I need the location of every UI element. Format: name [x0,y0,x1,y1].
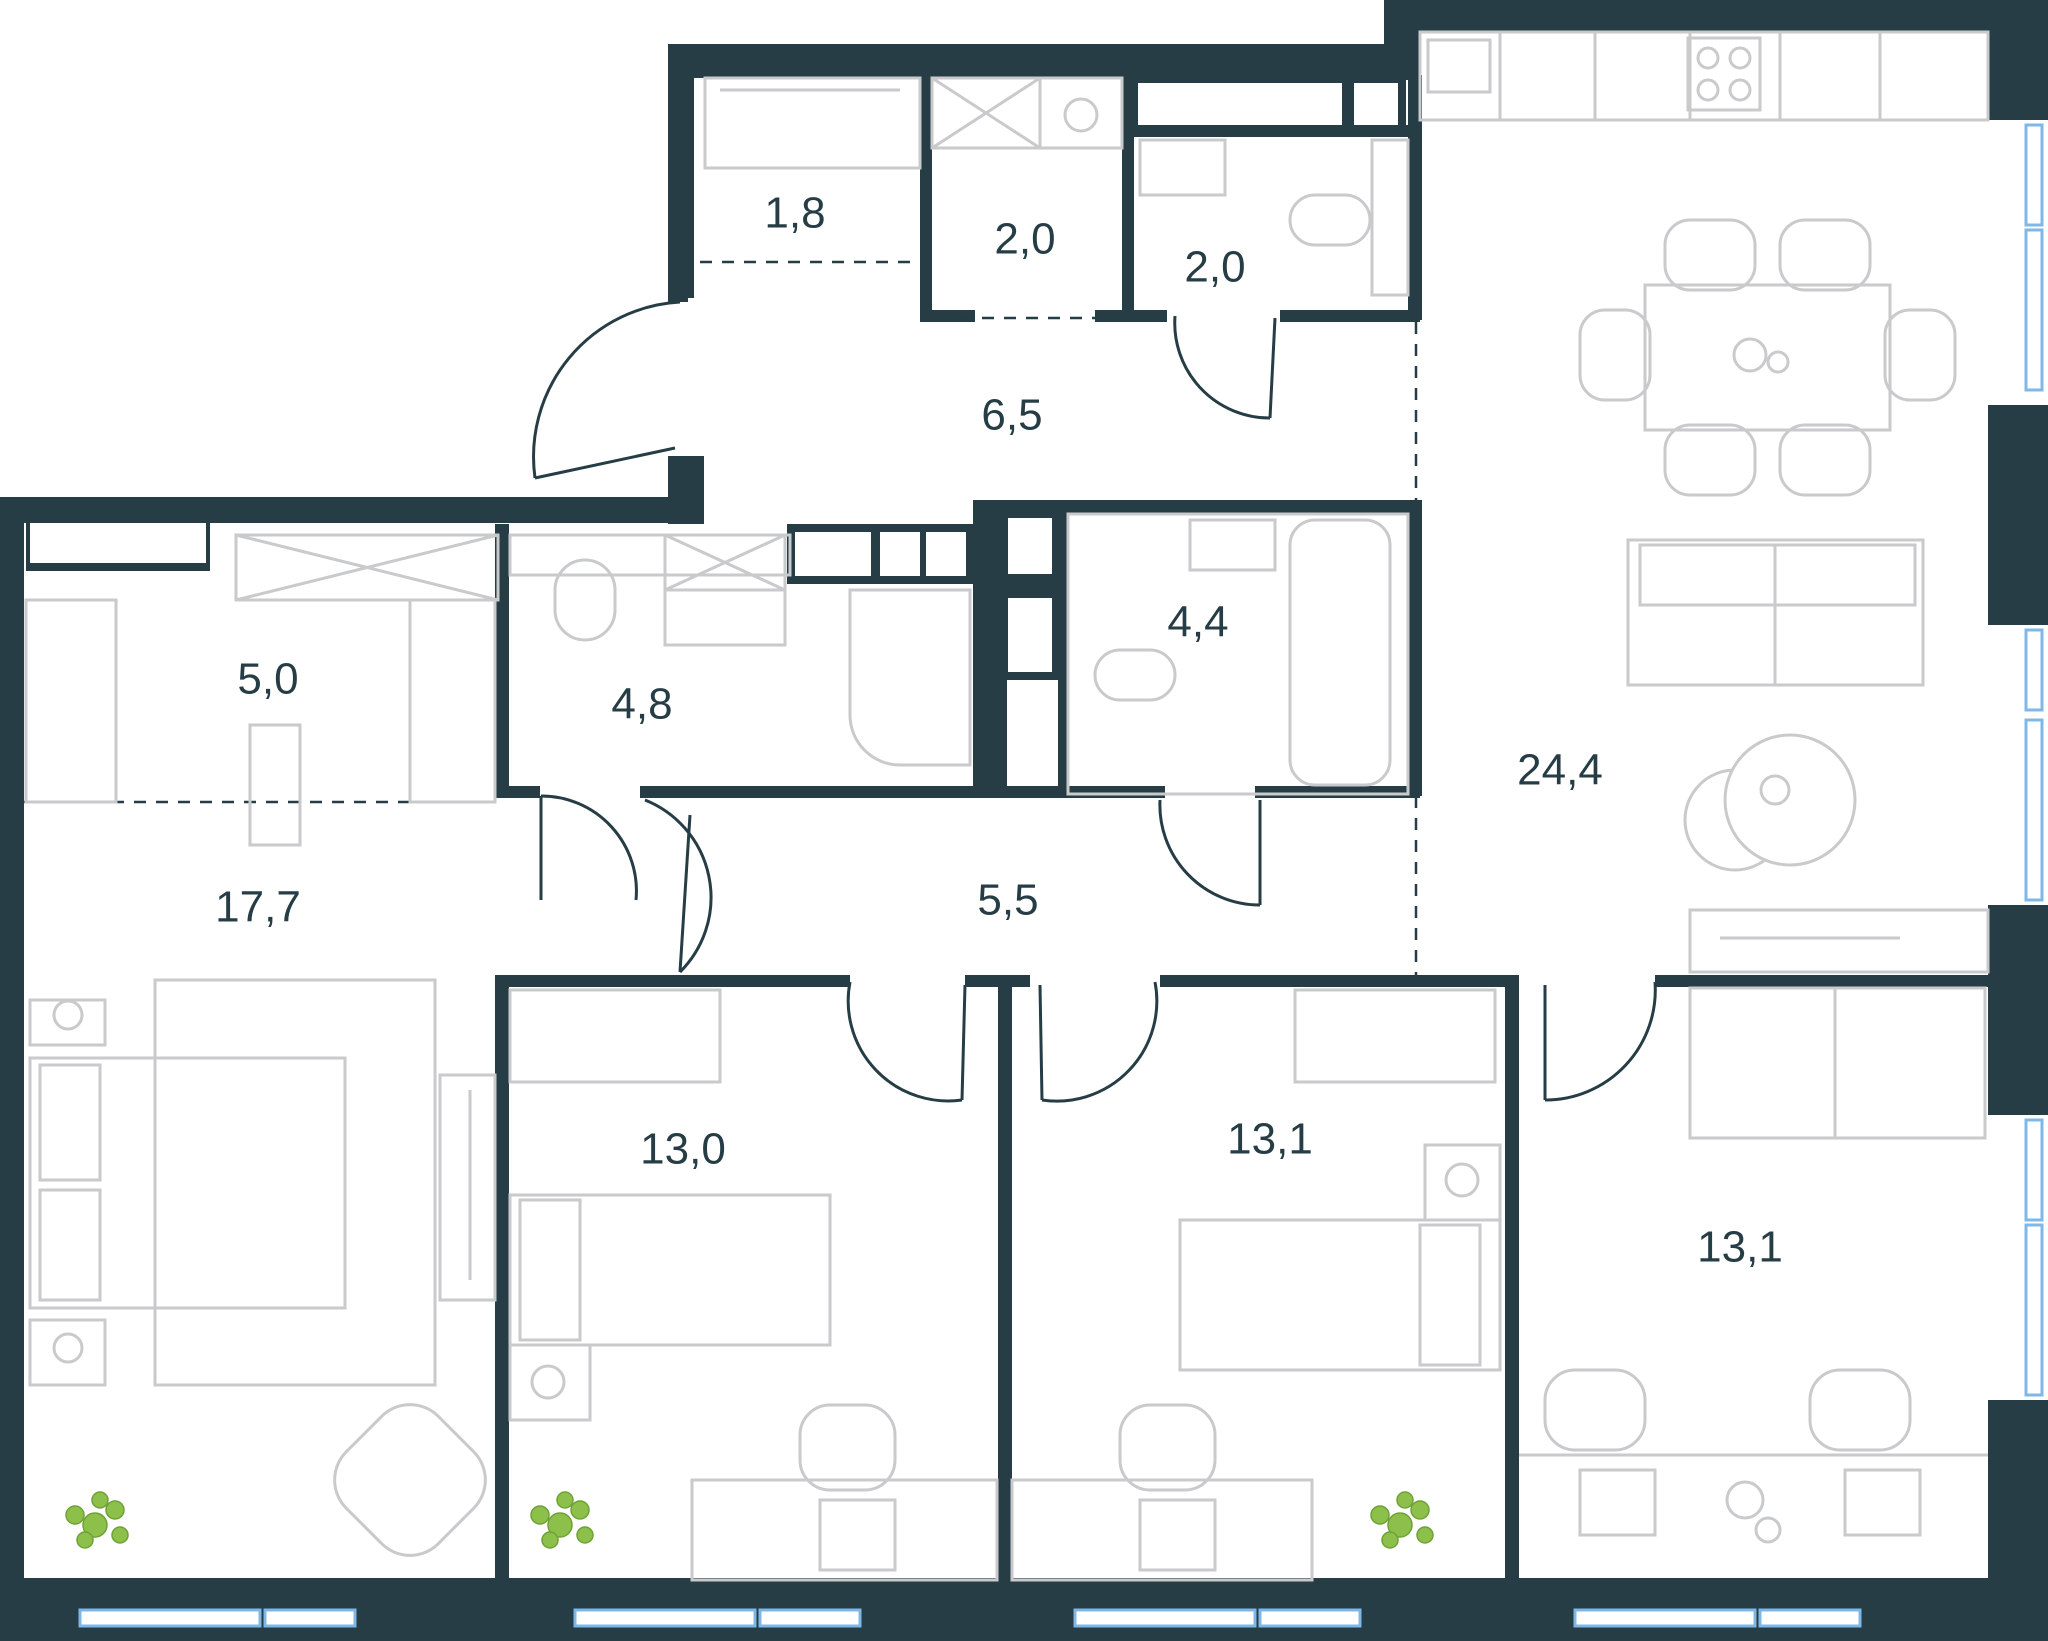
toilet-icon [1138,138,1410,297]
area-label-wardrobe: 5,0 [237,655,298,704]
windows [78,123,2044,1628]
area-label-master-bedroom: 17,7 [215,883,301,932]
washer-icon [930,76,1124,150]
area-label-storage: 1,8 [764,189,825,238]
doors [532,300,1657,1103]
armchair-icon [333,1403,487,1557]
kitchen-counter [1418,30,1990,122]
tv-unit [1688,908,1990,974]
area-label-wc: 2,0 [1184,243,1245,292]
area-label-bedroom-2: 13,1 [1227,1115,1313,1164]
bed-icon [28,978,497,1387]
dining-table-icon [1578,218,1957,497]
stove-icon [1686,36,1762,112]
area-label-bathroom-1: 4,8 [611,680,672,729]
area-label-living-kitchen: 24,4 [1517,746,1603,795]
bed-icon [1178,988,1502,1372]
zone-lines [24,260,1418,975]
desk-icon [1010,1403,1314,1582]
desk-icon [1519,1368,1988,1544]
area-label-bathroom-2: 4,4 [1167,598,1228,647]
plant-icon [1370,1491,1434,1549]
bed-icon [508,988,832,1422]
area-label-laundry: 2,0 [994,215,1055,264]
plant-icon [65,1491,129,1549]
sink-icon [1426,38,1492,94]
area-label-bedroom-1: 13,0 [640,1125,726,1174]
area-labels: 1,8 2,0 2,0 6,5 5,0 4,8 4,4 24,4 17,7 5,… [215,189,1783,1272]
area-label-entry-hall: 6,5 [981,391,1042,440]
plant-icon [530,1491,594,1549]
area-label-bedroom-3: 13,1 [1697,1223,1783,1272]
coffee-table [1683,733,1857,872]
desk-icon [690,1403,999,1582]
furniture [24,30,1990,1582]
sofa-icon [1626,538,1925,687]
shower-icon [508,533,972,767]
bathtub-icon [1066,512,1410,796]
sofa-icon [1688,986,1987,1140]
area-label-corridor: 5,5 [977,876,1038,925]
wardrobe-icon [703,76,922,170]
wardrobe-icon [24,533,500,847]
